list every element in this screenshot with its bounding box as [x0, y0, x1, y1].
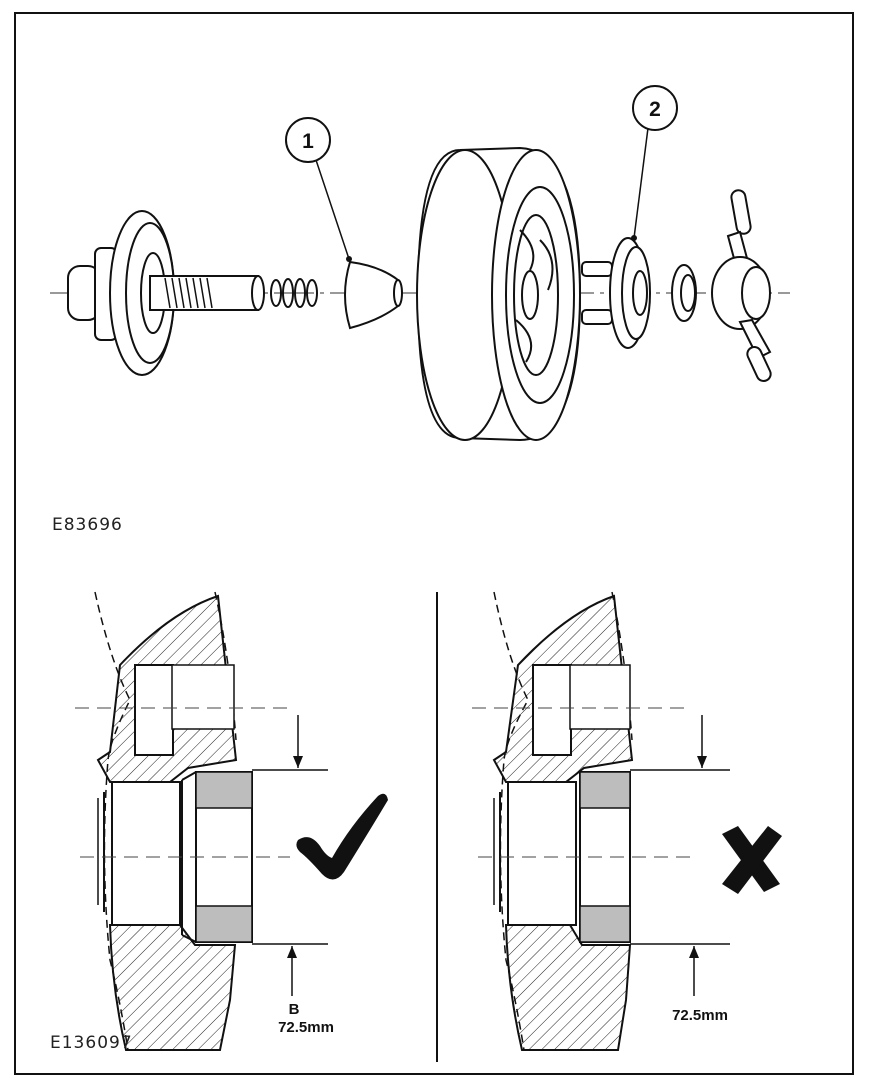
- threaded-shaft: [149, 275, 265, 311]
- dimension-value-right: 72.5mm: [672, 1007, 728, 1024]
- shaft-threads: [164, 277, 213, 309]
- figure-reference-top: E83696: [52, 515, 123, 535]
- callout-number-1: 1: [302, 130, 314, 153]
- dimension-value-left: 72.5mm: [278, 1019, 334, 1036]
- figure-reference-bottom: E136097: [50, 1033, 133, 1053]
- spacer-ring: [671, 264, 697, 322]
- callout-2: 2: [631, 85, 678, 241]
- right-panel-incorrect: 72.5mm: [472, 591, 782, 1051]
- callout-1: 1: [285, 117, 352, 262]
- wheel-balancer-assembly: 1 2: [50, 85, 790, 535]
- callout-number-2: 2: [649, 98, 661, 121]
- left-panel-correct: B 72.5mm: [75, 591, 388, 1051]
- cone: [344, 260, 403, 330]
- checkmark-icon: [296, 793, 388, 880]
- spring: [270, 278, 318, 308]
- cross-icon: [722, 826, 782, 894]
- tire-and-wheel: [416, 146, 582, 442]
- flange: [581, 237, 651, 349]
- dimension-letter: B: [289, 1001, 300, 1018]
- wing-nut: [711, 189, 772, 382]
